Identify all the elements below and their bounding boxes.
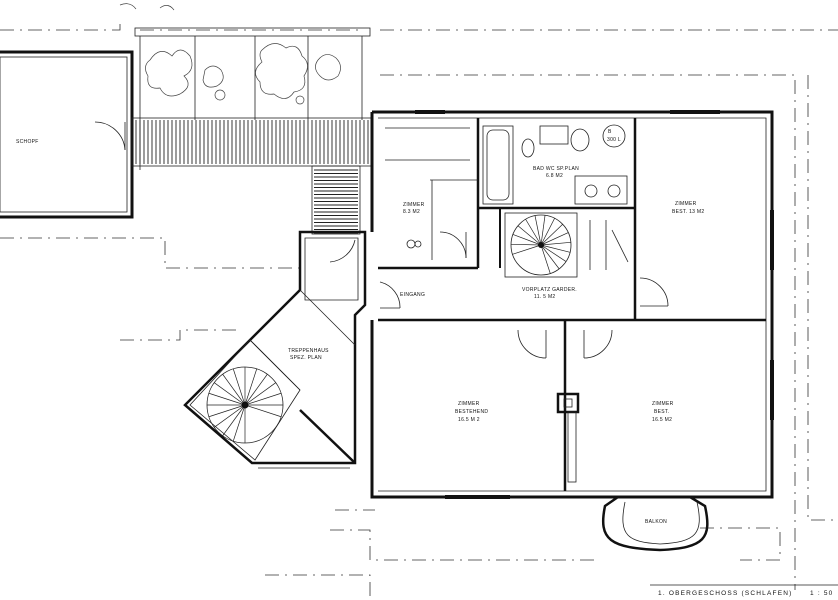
room-label-zimmer-small: ZIMMER bbox=[403, 202, 425, 208]
hatch-line bbox=[222, 374, 246, 406]
walkway-hatch bbox=[135, 120, 369, 164]
house-outer-walls bbox=[370, 110, 774, 499]
hatch-line bbox=[540, 218, 555, 246]
boiler-size: 300 L bbox=[607, 137, 621, 143]
spiral-stair-treads bbox=[510, 215, 571, 274]
hatch-line bbox=[244, 382, 276, 406]
hatch-line bbox=[222, 404, 246, 436]
hatch-line bbox=[540, 232, 569, 246]
hatch-line bbox=[214, 382, 246, 406]
room-label-treppenhaus: TREPPENHAUS bbox=[288, 348, 329, 354]
hatch-line bbox=[244, 368, 258, 406]
tower-spiral-treads bbox=[207, 367, 283, 443]
hatch-line bbox=[232, 404, 246, 442]
hatch-line bbox=[512, 244, 542, 255]
interior-walls bbox=[378, 118, 766, 491]
room-labels: ZIMMER 8.3 M2 BAD WC SP.PLAN 6.8 M2 ZIMM… bbox=[400, 166, 704, 423]
room-area-zimmer-best-13: BEST. 13 M2 bbox=[672, 209, 704, 215]
pergola-garden bbox=[119, 3, 371, 170]
room-area-zimmer-best-16: 16.5 M2 bbox=[652, 417, 672, 423]
interior-spiral-stair bbox=[504, 212, 629, 278]
hatch-line bbox=[244, 392, 282, 406]
hatch-line bbox=[540, 244, 567, 262]
hatch-line bbox=[208, 392, 246, 406]
bathroom-fixtures: B 300 L bbox=[406, 124, 628, 249]
hatch-line bbox=[512, 234, 542, 246]
hatch-line bbox=[534, 215, 542, 246]
room-note-treppenhaus: SPEZ. PLAN bbox=[290, 355, 322, 361]
room-note-zimmer-bestehend: BESTEHEND bbox=[455, 409, 488, 415]
hatch-line bbox=[540, 215, 546, 246]
room-note-zimmer-best-16: BEST. bbox=[654, 409, 669, 415]
hatch-line bbox=[525, 219, 542, 246]
balcony: BALKON bbox=[601, 495, 709, 552]
hatch-line bbox=[244, 404, 282, 418]
chimney bbox=[556, 392, 580, 483]
room-area-vorplatz: 11. 5 M2 bbox=[534, 294, 555, 300]
hatch-line bbox=[510, 243, 542, 246]
floor-title: 1. OBERGESCHOSS (SCHLAFEN) bbox=[658, 590, 793, 597]
room-label-zimmer-best-16: ZIMMER bbox=[652, 401, 674, 407]
stairwell-tower: TREPPENHAUS SPEZ. PLAN bbox=[183, 230, 367, 469]
doors bbox=[329, 231, 669, 359]
room-label-eingang: EINGANG bbox=[400, 292, 425, 298]
room-label-bad: BAD WC SP.PLAN bbox=[533, 166, 579, 172]
schopf-building: SCHOPF bbox=[0, 50, 134, 219]
title-block: 1. OBERGESCHOSS (SCHLAFEN) 1 : 50 bbox=[650, 584, 838, 597]
boiler-label: B bbox=[608, 129, 612, 135]
room-label-balkon: BALKON bbox=[645, 519, 667, 525]
room-label-vorplatz: VORPLATZ GARDER. bbox=[522, 287, 577, 293]
drawing-scale: 1 : 50 bbox=[810, 590, 833, 597]
hatch-line bbox=[517, 225, 542, 246]
property-lines bbox=[0, 20, 838, 600]
walkway bbox=[131, 117, 373, 235]
room-area-bad: 6.8 M2 bbox=[546, 173, 563, 179]
hatch-line bbox=[214, 404, 246, 428]
hatch-line bbox=[540, 244, 560, 270]
hatch-line bbox=[540, 224, 563, 246]
room-area-zimmer-bestehend: 16.5 M 2 bbox=[458, 417, 480, 423]
hatch-line bbox=[232, 368, 246, 406]
hatch-line bbox=[540, 241, 571, 246]
room-label-zimmer-bestehend: ZIMMER bbox=[458, 401, 480, 407]
hatch-line bbox=[208, 404, 246, 418]
hatch-line bbox=[244, 374, 268, 406]
room-area-zimmer-small: 8.3 M2 bbox=[403, 209, 420, 215]
hatch-line bbox=[540, 244, 571, 253]
exterior-stair-hatch bbox=[314, 169, 358, 234]
room-label-schopf: SCHOPF bbox=[16, 139, 39, 145]
room-label-zimmer-best-13: ZIMMER bbox=[675, 201, 697, 207]
hatch-line bbox=[540, 244, 551, 274]
